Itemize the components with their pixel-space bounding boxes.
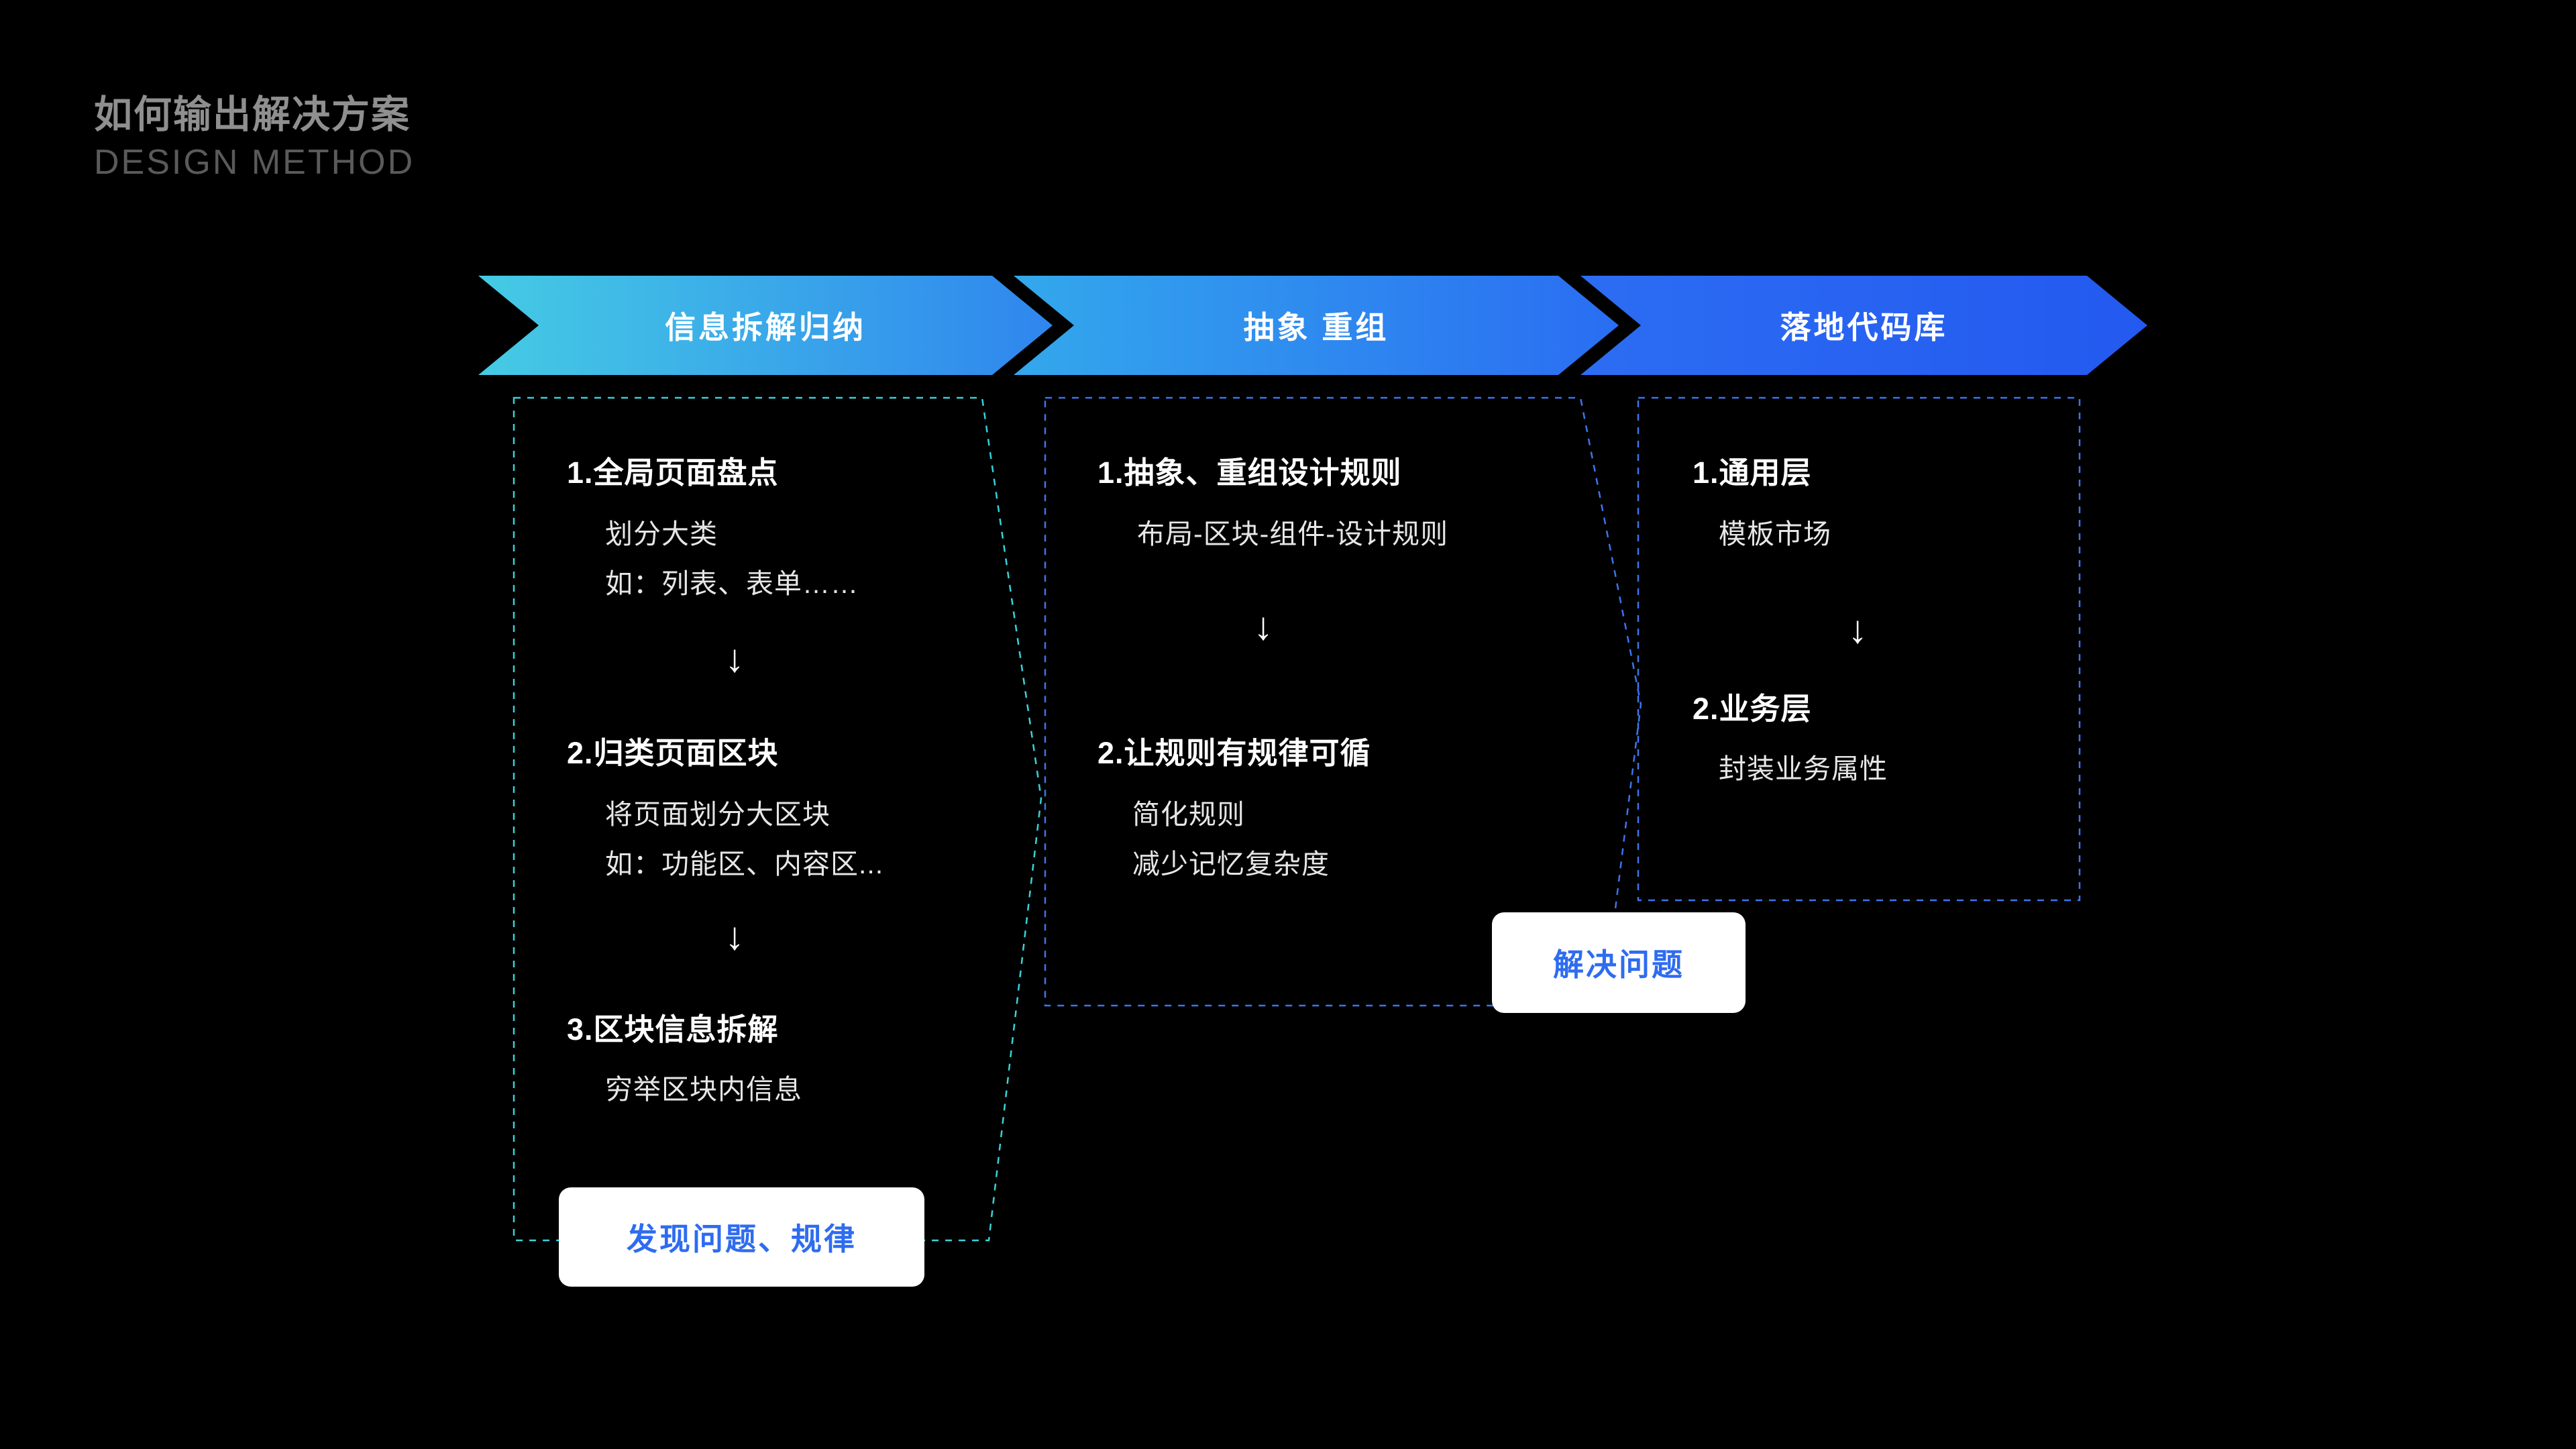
stage-arrow-1: 信息拆解归纳: [478, 276, 1053, 375]
col3-step1-line1: 模板市场: [1719, 519, 1831, 549]
dashed-box-1: [513, 396, 1042, 1242]
dashed-box-2: [1044, 396, 1642, 1007]
finding-result-badge-label: 发现问题、规律: [627, 1222, 857, 1256]
col2-step1-heading: 1.抽象、重组设计规则: [1097, 455, 1402, 490]
page-title: 如何输出解决方案: [94, 93, 411, 136]
col1-step1-heading: 1.全局页面盘点: [567, 455, 779, 490]
col1-step1-line2: 如：列表、表单……: [605, 568, 859, 599]
solve-result-badge-label: 解决问题: [1553, 947, 1684, 982]
col2-step2-heading: 2.让规则有规律可循: [1097, 736, 1371, 770]
down-arrow-icon: ↓: [724, 914, 745, 958]
page-subtitle: DESIGN METHOD: [94, 143, 415, 182]
col3-step2-heading: 2.业务层: [1693, 692, 1812, 726]
stage-arrow-3: 落地代码库: [1580, 276, 2147, 375]
down-arrow-icon: ↓: [1847, 608, 1868, 651]
stage-arrow-2-label: 抽象 重组: [1243, 310, 1389, 345]
col1-step1-line1: 划分大类: [605, 519, 718, 549]
col1-step3-heading: 3.区块信息拆解: [567, 1012, 779, 1046]
col3-step2-line1: 封装业务属性: [1719, 753, 1888, 784]
stage-arrow-2: 抽象 重组: [1014, 276, 1619, 375]
col1-step2-line1: 将页面划分大区块: [605, 799, 830, 830]
col2-step1-line1: 布局-区块-组件-设计规则: [1137, 519, 1448, 549]
col1-step3-line1: 穷举区块内信息: [605, 1074, 802, 1105]
stage-arrow-1-label: 信息拆解归纳: [665, 310, 866, 345]
stage-arrow-3-label: 落地代码库: [1780, 310, 1948, 345]
col3-step1-heading: 1.通用层: [1693, 455, 1812, 490]
down-arrow-icon: ↓: [1253, 604, 1273, 648]
dashed-box-3: [1637, 396, 2081, 902]
down-arrow-icon: ↓: [724, 637, 745, 680]
col1-step2-line2: 如：功能区、内容区...: [605, 849, 884, 879]
solve-result-badge: 解决问题: [1492, 912, 1746, 1013]
col1-step2-heading: 2.归类页面区块: [567, 736, 779, 770]
col2-step2-line2: 减少记忆复杂度: [1132, 849, 1330, 879]
finding-result-badge: 发现问题、规律: [559, 1187, 924, 1287]
col2-step2-line1: 简化规则: [1132, 799, 1245, 830]
